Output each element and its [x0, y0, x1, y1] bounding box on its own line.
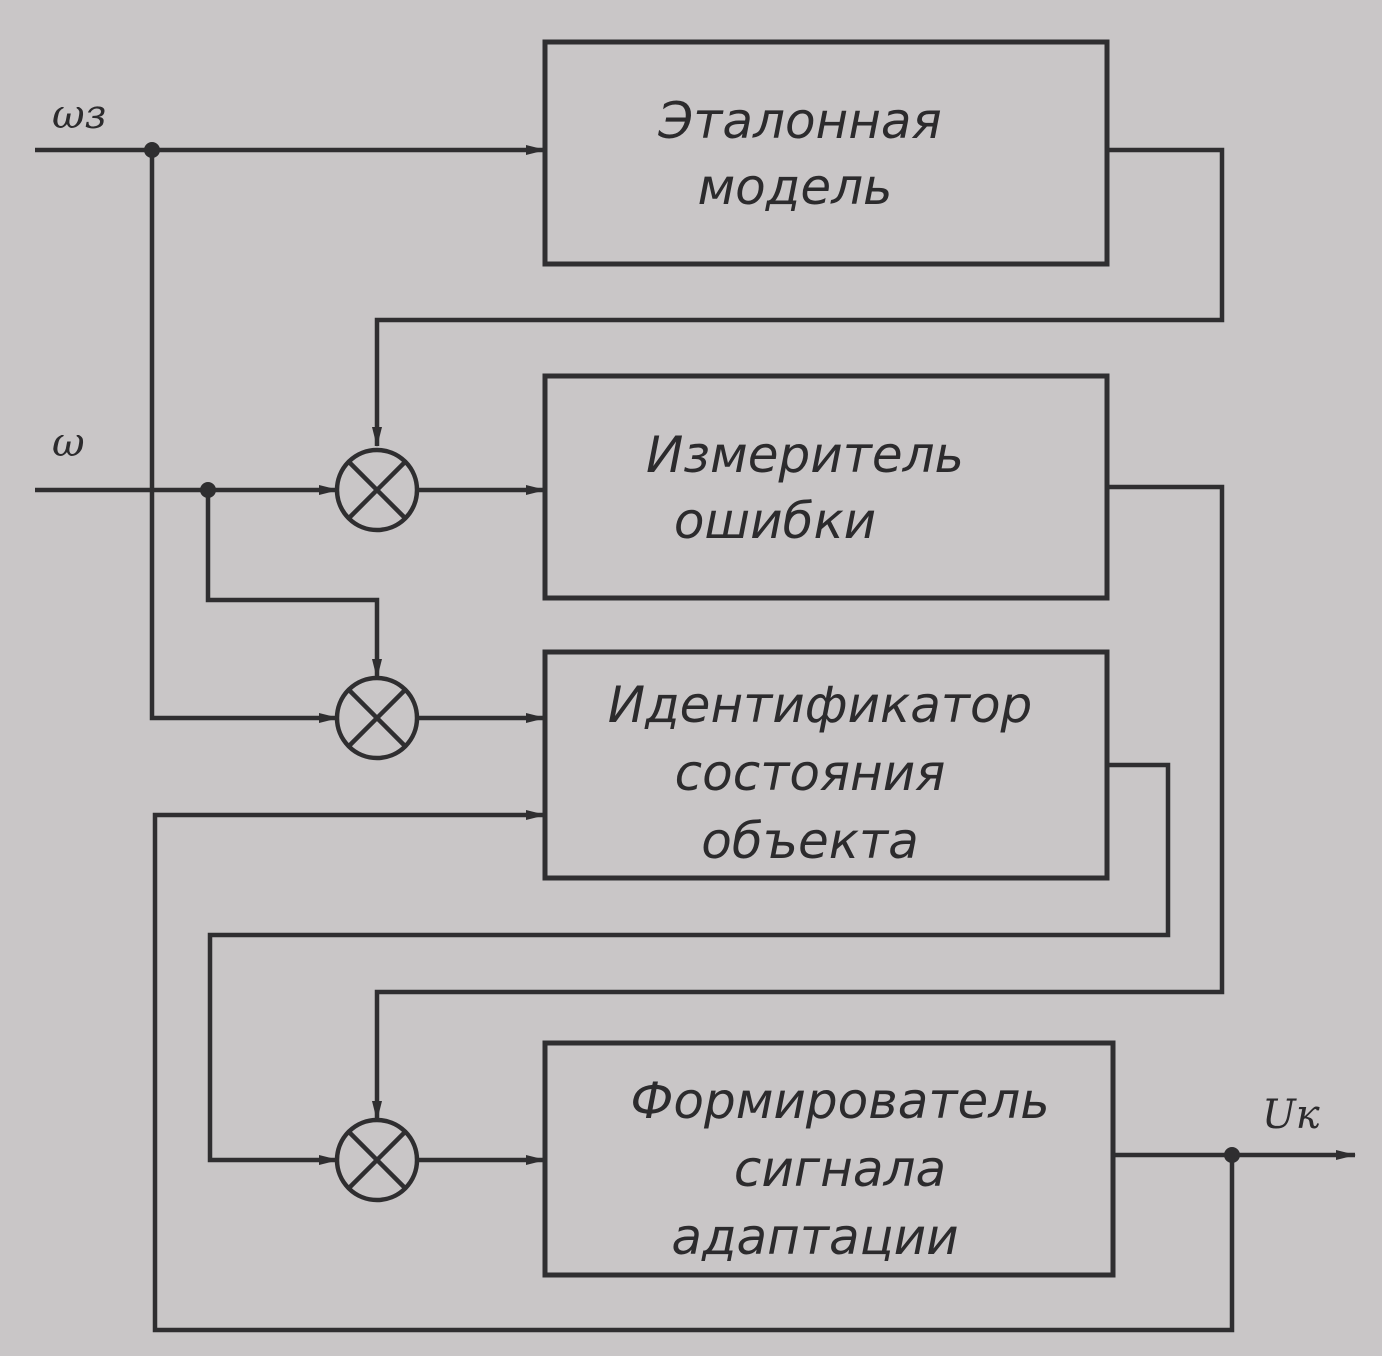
- output-feedback-line: [152, 810, 1235, 1333]
- control-output-label: Uк: [1262, 1092, 1320, 1138]
- reference-to-sum2-line: [149, 150, 339, 723]
- error-meter-block: [542, 373, 1110, 601]
- identifier-to-sum3-line: [207, 762, 1171, 1165]
- adaptation-former-label-2: сигнала: [734, 1140, 946, 1198]
- state-identifier-label-2: состояния: [675, 744, 946, 802]
- speed-to-sum2-line: [205, 490, 382, 679]
- error-meter-label-2: ошибки: [674, 492, 876, 550]
- state-identifier-label-1: Идентификатор: [608, 676, 1033, 734]
- state-identifier-label-3: объекта: [701, 812, 918, 870]
- summing-junction-2: [334, 675, 420, 761]
- reference-model-label-2: модель: [697, 158, 892, 216]
- adaptation-former-label-3: адаптации: [671, 1208, 958, 1266]
- reference-model-label-1: Эталонная: [657, 92, 941, 150]
- reference-model-block: [542, 39, 1110, 267]
- adaptation-former-label-1: Формирователь: [630, 1072, 1049, 1130]
- reference-input-label: ωз: [52, 92, 106, 138]
- summing-junction-3: [334, 1117, 420, 1203]
- model-output-to-sum1-line: [372, 147, 1225, 447]
- speed-input-label: ω: [52, 420, 85, 466]
- error-meter-label-1: Измеритель: [646, 426, 964, 484]
- summing-junction-1: [334, 447, 420, 533]
- error-meter-to-sum3-line: [372, 484, 1225, 1121]
